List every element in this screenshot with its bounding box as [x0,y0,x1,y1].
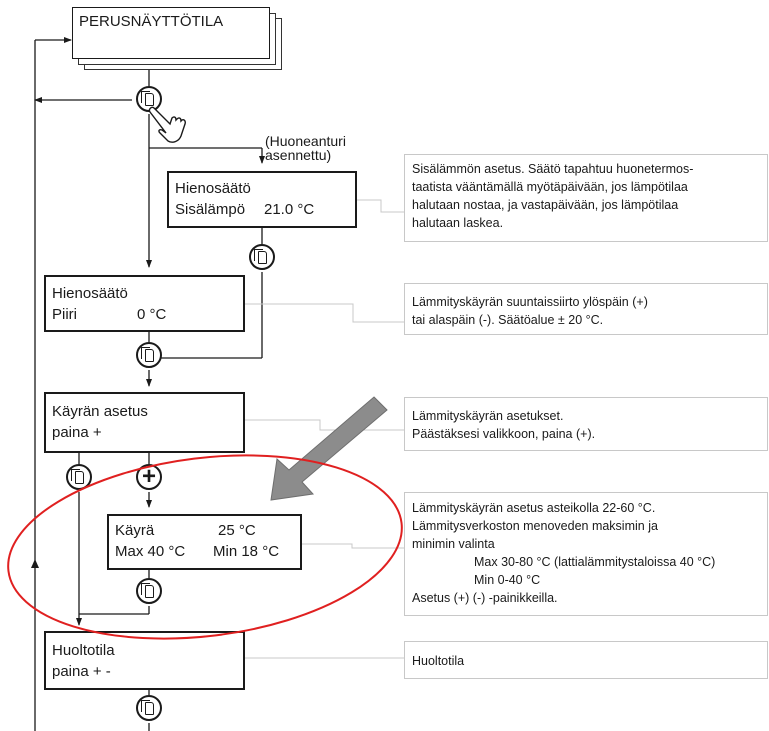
curve-setting-line-1: Käyrän asetus [52,403,148,420]
note-curve-line-3: minimin valinta [412,537,495,551]
fine-room-title: Hienosäätö [175,180,251,197]
curve-box: Käyrä 25 °C Max 40 °C Min 18 °C [107,514,302,570]
room-sensor-note: (Huoneanturi asennettu) [265,134,346,162]
page-icon [254,249,267,264]
note-room-line-1: Sisälämmön asetus. Säätö tapahtuu huonet… [412,162,694,176]
note-service: Huoltotila [404,641,768,679]
fine-room-label: Sisälämpö [175,201,246,218]
service-box: Huoltotila paina + - [44,631,245,690]
red-highlight-ellipse [7,454,403,640]
room-sensor-line-2: asennettu) [265,147,332,163]
note-curve-line-6: Asetus (+) (-) -painikkeilla. [412,591,558,605]
note-circuit-line-1: Lämmityskäyrän suuntaissiirto ylöspäin (… [412,295,648,309]
fine-circuit-title: Hienosäätö [52,285,128,302]
fine-room-value: 21.0 °C [264,201,315,218]
note-room-line-2: taatista vääntämällä myötäpäivään, jos l… [412,180,688,194]
main-display-box: PERUSNÄYTTÖTILA [72,7,270,59]
fine-circuit-value: 0 °C [137,306,167,323]
pointing-hand-icon [148,106,186,143]
note-curve: Lämmityskäyrän asetus asteikolla 22-60 °… [404,492,768,616]
service-line-2: paina + - [52,663,111,680]
curve-value: 25 °C [218,522,256,539]
room-sensor-line-1: (Huoneanturi [265,133,346,149]
note-curve-line-2: Lämmitysverkoston menoveden maksimin ja [412,519,658,533]
mode-button-3[interactable] [136,342,162,368]
fine-room-box: Hienosäätö Sisälämpö 21.0 °C [167,171,357,228]
note-circuit-line-2: tai alaspäin (-). Säätöalue ± 20 °C. [412,313,604,327]
note-room-line-4: halutaan laskea. [412,216,504,230]
note-circuit: Lämmityskäyrän suuntaissiirto ylöspäin (… [404,283,768,335]
fine-circuit-label: Piiri [52,306,77,323]
plus-label: + [141,463,156,490]
mode-button-5[interactable] [136,578,162,604]
note-curve-setting-line-1: Lämmityskäyrän asetukset. [412,409,564,423]
note-room: Sisälämmön asetus. Säätö tapahtuu huonet… [404,154,768,242]
curve-label: Käyrä [115,522,155,539]
page-icon [141,700,154,715]
main-display-label: PERUSNÄYTTÖTILA [79,13,224,30]
page-icon [71,469,84,484]
note-room-line-3: halutaan nostaa, ja vastapäivään, jos lä… [412,198,679,212]
note-service-line: Huoltotila [412,654,465,668]
page-icon [141,91,154,106]
curve-setting-line-2: paina + [52,424,102,441]
note-curve-line-5: Min 0-40 °C [474,573,541,587]
gray-pointer-arrow [270,396,388,501]
fine-circuit-box: Hienosäätö Piiri 0 °C [44,275,245,332]
note-curve-line-1: Lämmityskäyrän asetus asteikolla 22-60 °… [412,501,656,515]
page-icon [141,347,154,362]
mode-button-6[interactable] [136,695,162,721]
note-curve-setting: Lämmityskäyrän asetukset. Päästäksesi va… [404,397,768,451]
page-icon [141,583,154,598]
curve-min: Min 18 °C [213,543,280,560]
mode-button-1[interactable] [136,86,162,112]
service-line-1: Huoltotila [52,642,115,659]
note-curve-setting-line-2: Päästäksesi valikkoon, paina (+). [412,427,596,441]
curve-max: Max 40 °C [115,543,186,560]
curve-setting-box: Käyrän asetus paina + [44,392,245,453]
mode-button-2[interactable] [249,244,275,270]
note-curve-line-4: Max 30-80 °C (lattialämmitystaloissa 40 … [474,555,716,569]
